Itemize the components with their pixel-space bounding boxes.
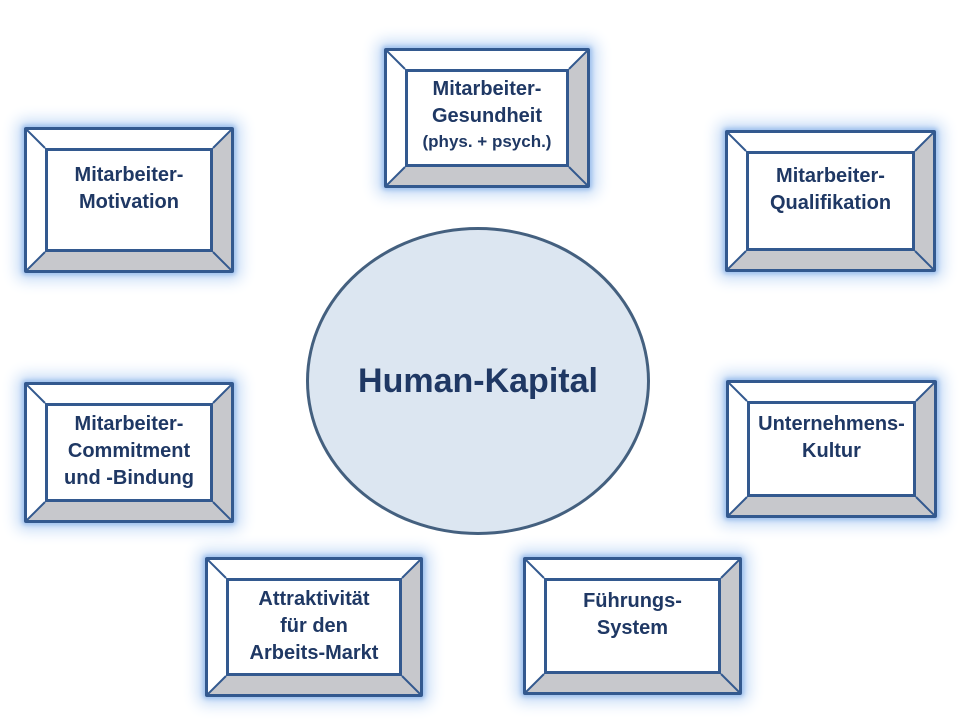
hub-label: Human-Kapital <box>358 361 598 400</box>
miter-line <box>212 383 233 404</box>
box-mitarbeiter-qualifikation: Mitarbeiter- Qualifikation <box>725 130 936 272</box>
miter-line <box>212 251 233 272</box>
miter-line <box>25 251 46 272</box>
box-unternehmens-kultur: Unternehmens- Kultur <box>726 380 937 518</box>
miter-line <box>915 381 936 402</box>
miter-line <box>568 49 589 70</box>
box-face: Mitarbeiter- Commitment und -Bindung <box>45 403 213 502</box>
box-bevel: Führungs- System <box>524 558 741 694</box>
box-face: Mitarbeiter- Gesundheit (phys. + psych.) <box>405 69 569 167</box>
box-label-line: für den <box>280 614 348 637</box>
box-bevel: Mitarbeiter- Qualifikation <box>726 131 935 271</box>
box-label-line: Gesundheit <box>431 105 542 127</box>
miter-line <box>25 501 46 522</box>
box-label-line: und -Bindung <box>64 467 194 489</box>
box-fuehrungs-system: Führungs- System <box>523 557 742 695</box>
miter-line <box>25 383 46 404</box>
box-label-line: Arbeits-Markt <box>249 641 379 664</box>
box-bevel: Mitarbeiter- Gesundheit (phys. + psych.) <box>385 49 589 187</box>
box-label-line: Mitarbeiter- <box>74 413 184 435</box>
hub-circle-human-kapital: Human-Kapital <box>306 227 650 535</box>
box-label-line: Attraktivität <box>258 587 370 610</box>
box-mitarbeiter-motivation: Mitarbeiter- Motivation <box>24 127 234 273</box>
miter-line <box>25 128 46 149</box>
box-label-line: Commitment <box>67 440 191 462</box>
box-label-line: System <box>596 617 669 639</box>
miter-line <box>206 558 227 579</box>
miter-line <box>385 166 406 187</box>
miter-line <box>524 558 545 579</box>
box-label-line: Qualifikation <box>769 192 892 214</box>
box-label-line: Kultur <box>802 440 861 462</box>
miter-line <box>524 673 545 694</box>
box-face: Mitarbeiter- Motivation <box>45 148 213 252</box>
box-bevel: Attraktivität für den Arbeits-Markt <box>206 558 422 696</box>
miter-line <box>727 496 748 517</box>
box-label-line: Führungs- <box>583 590 682 612</box>
box-label-line: Unternehmens- <box>758 413 905 435</box>
miter-line <box>212 501 233 522</box>
miter-line <box>915 496 936 517</box>
box-label-line: Mitarbeiter- <box>74 164 184 186</box>
miter-line <box>914 250 935 271</box>
box-face: Unternehmens- Kultur <box>747 401 916 497</box>
miter-line <box>568 166 589 187</box>
box-attraktivitaet-arbeitsmarkt: Attraktivität für den Arbeits-Markt <box>205 557 423 697</box>
miter-line <box>726 131 747 152</box>
box-face: Führungs- System <box>544 578 721 674</box>
miter-line <box>206 675 227 696</box>
box-label-line: Mitarbeiter- <box>432 78 542 100</box>
miter-line <box>726 250 747 271</box>
box-bevel: Mitarbeiter- Commitment und -Bindung <box>25 383 233 522</box>
box-label-subline: (phys. + psych.) <box>422 132 552 151</box>
box-label-line: Motivation <box>79 191 179 213</box>
box-mitarbeiter-gesundheit: Mitarbeiter- Gesundheit (phys. + psych.) <box>384 48 590 188</box>
miter-line <box>401 675 422 696</box>
miter-line <box>720 558 741 579</box>
miter-line <box>720 673 741 694</box>
box-face: Attraktivität für den Arbeits-Markt <box>226 578 402 676</box>
miter-line <box>385 49 406 70</box>
box-bevel: Mitarbeiter- Motivation <box>25 128 233 272</box>
miter-line <box>727 381 748 402</box>
miter-line <box>914 131 935 152</box>
box-label-line: Mitarbeiter- <box>776 165 885 187</box>
miter-line <box>212 128 233 149</box>
box-mitarbeiter-commitment: Mitarbeiter- Commitment und -Bindung <box>24 382 234 523</box>
miter-line <box>401 558 422 579</box>
box-face: Mitarbeiter- Qualifikation <box>746 151 915 251</box>
box-bevel: Unternehmens- Kultur <box>727 381 936 517</box>
